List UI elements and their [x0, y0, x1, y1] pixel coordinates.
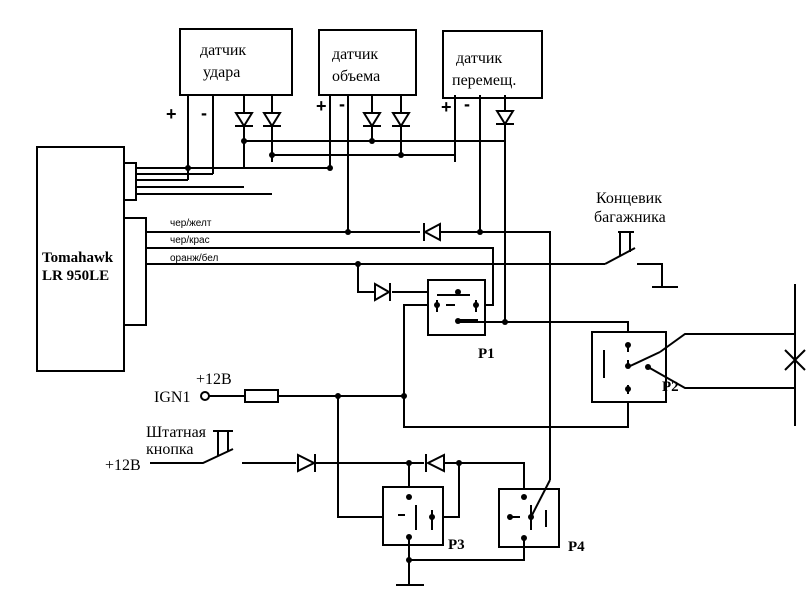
relay-p1-label: P1	[478, 346, 495, 362]
sensor-pins	[187, 95, 506, 322]
relay-p2-label: P2	[662, 379, 679, 395]
junction-dots	[185, 138, 508, 325]
ignition-voltage: +12В	[196, 371, 232, 388]
alarm-unit-name: Tomahawk	[42, 250, 114, 266]
diode-icon	[297, 453, 317, 473]
trunk-switch-label-line2: багажника	[594, 209, 666, 226]
alarm-unit-model: LR 950LE	[42, 268, 109, 284]
ignition-name: IGN1	[154, 389, 190, 406]
shock-sensor-label-line1: датчик	[200, 42, 246, 59]
relay-p2: P2	[591, 331, 679, 403]
wire-label-orange-white: оранж/бел	[170, 252, 219, 264]
wire-label-black-red: чер/крас	[170, 235, 210, 246]
relay-p3: P3	[382, 486, 465, 553]
polarity-marks: + - + - + -	[166, 94, 470, 124]
diode-icon	[374, 282, 392, 302]
diode-icon	[495, 110, 515, 126]
diode-icon	[422, 222, 441, 242]
connector-wires	[146, 231, 605, 480]
motion-sensor-label-line2: перемещ.	[452, 72, 516, 89]
trunk-switch: Концевик багажника	[594, 190, 678, 288]
shock-minus-sign: -	[201, 103, 207, 123]
sensor-diodes	[234, 110, 515, 128]
motion-sensor-label-line1: датчик	[456, 50, 502, 67]
diode-icon	[362, 112, 382, 128]
relay-p4-label: P4	[568, 539, 585, 555]
diode-icon	[234, 112, 254, 128]
connector-small	[123, 162, 137, 201]
stock-button-label-line1: Штатная	[146, 424, 207, 441]
trunk-switch-label-line1: Концевик	[596, 190, 662, 207]
sensor-bus-wires	[136, 140, 505, 195]
relay-p3-label: P3	[448, 537, 465, 553]
motion-plus-sign: +	[441, 97, 452, 117]
diode-icon	[425, 453, 445, 473]
volume-sensor: датчик объема	[318, 29, 417, 96]
volume-minus-sign: -	[339, 94, 345, 114]
relay-p1: P1	[427, 279, 495, 362]
volume-sensor-label-line2: объема	[332, 68, 380, 85]
motion-sensor: датчик перемещ.	[442, 30, 543, 99]
wire-label-black-yellow: чер/желт	[170, 218, 212, 229]
volume-plus-sign: +	[316, 96, 327, 116]
shock-sensor: датчик удара	[179, 28, 293, 96]
ignition-input: +12В IGN1	[154, 371, 407, 518]
fuse-icon	[244, 389, 279, 403]
stock-button-voltage: +12В	[105, 457, 141, 474]
relay-p4: P4	[498, 479, 585, 555]
diode-icon	[391, 112, 411, 128]
shock-sensor-label-line2: удара	[203, 64, 240, 81]
lock-cut-mark	[784, 349, 806, 371]
shock-plus-sign: +	[166, 104, 177, 124]
motion-minus-sign: -	[464, 94, 470, 114]
volume-sensor-label-line1: датчик	[332, 46, 378, 63]
connector-large	[123, 217, 147, 326]
diode-icon	[262, 112, 282, 128]
stock-button: Штатная кнопка +12В	[105, 424, 296, 474]
alarm-unit: Tomahawk LR 950LE	[36, 146, 147, 372]
stock-button-label-line2: кнопка	[146, 441, 194, 458]
